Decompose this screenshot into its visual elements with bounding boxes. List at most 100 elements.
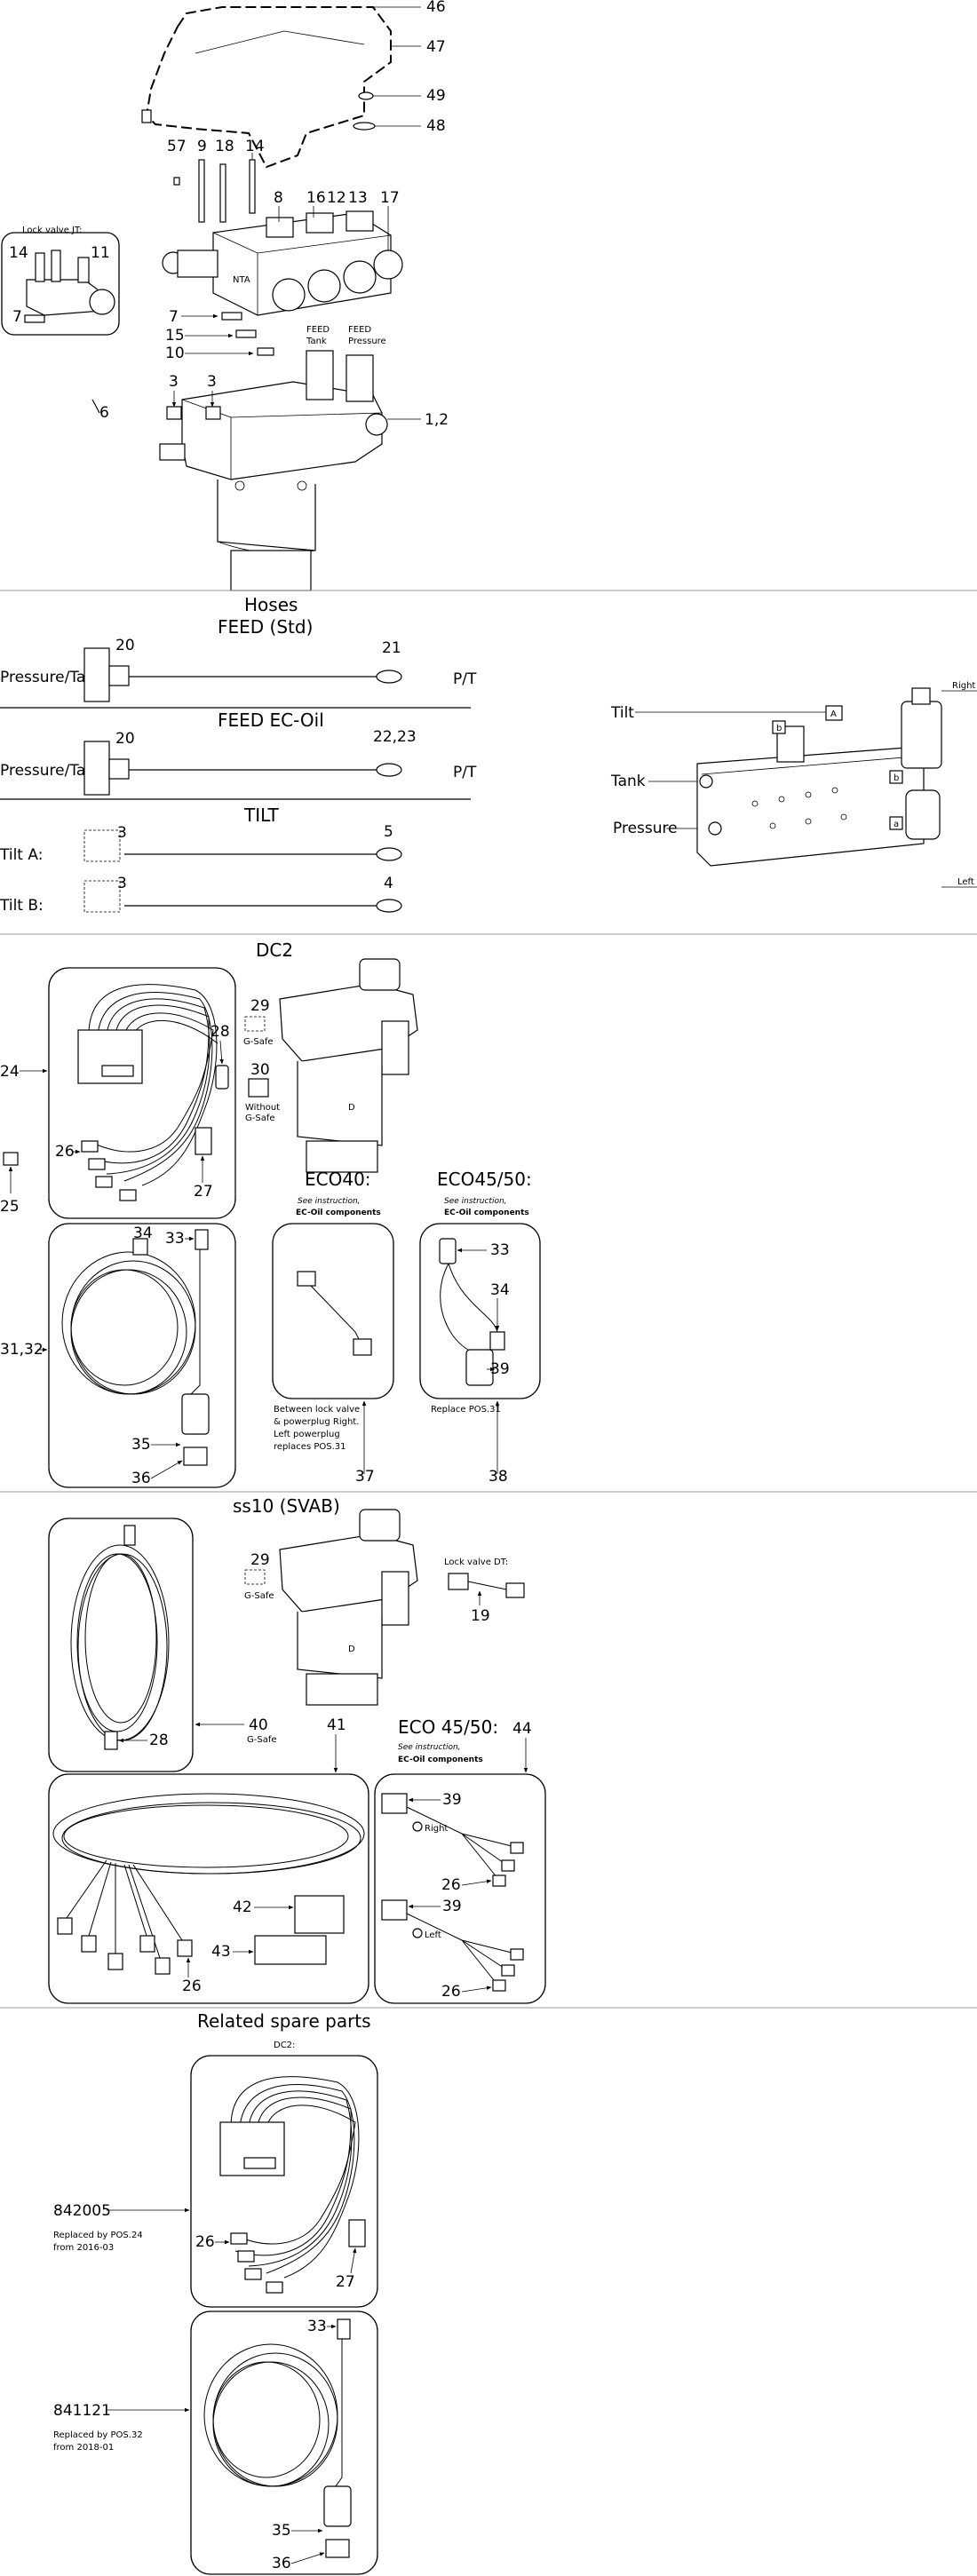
callout-18: 18: [215, 138, 234, 155]
motor-hole: [234, 480, 245, 491]
part-15-washers: [235, 329, 257, 338]
feed-std-pt-label: P/T: [453, 670, 477, 688]
ss10-plug-1: [57, 1917, 73, 1935]
valve-block-edges: [212, 232, 392, 315]
callout-16: 16: [306, 189, 326, 207]
feed-pressure-label-2: Pressure: [348, 337, 386, 346]
related-plug-35: [323, 2485, 352, 2527]
dc2-cable-box: [48, 1223, 236, 1488]
hoses-section: Hoses FEED (Std) Pressure/Tank: 20 21 P/…: [0, 594, 977, 915]
callout-3b: 3: [207, 373, 217, 391]
coil-1: [272, 278, 306, 312]
cover-edge: [195, 30, 365, 54]
fitting-3a: [166, 406, 182, 420]
callout-49: 49: [426, 87, 446, 105]
related-part2-line1: Replaced by POS.32: [53, 2430, 143, 2440]
valve-mark: NTA: [233, 275, 250, 285]
callout-24: 24: [0, 1063, 20, 1081]
eco4550-note1: See instruction,: [444, 1197, 507, 1206]
callout-35-dc2: 35: [131, 1436, 151, 1454]
tilt-a-label: Tilt A:: [0, 846, 43, 864]
callout-12: 12: [327, 189, 346, 207]
ss10-plug-4: [139, 1935, 155, 1953]
dc2-plug-4: [119, 1189, 137, 1201]
ss10-title: ss10 (SVAB): [233, 1495, 340, 1517]
dc2-title: DC2: [256, 939, 293, 961]
ss10-cable-box: [48, 1518, 194, 1772]
callout-13: 13: [348, 189, 368, 207]
washer-48: [353, 122, 376, 131]
lock-valve-screws: [24, 314, 45, 323]
eco4550-note2: EC-Oil components: [444, 1209, 529, 1217]
callout-38: 38: [488, 1468, 508, 1486]
feed-ec-fitting-nut: [108, 758, 130, 780]
dc2-plug-35: [181, 1393, 210, 1435]
lock-valve-dt-b: [505, 1582, 525, 1598]
side-hole-1: [751, 800, 759, 807]
related-plug-1: [230, 2232, 248, 2245]
callout-19: 19: [471, 1607, 490, 1625]
related-spare-parts-section: Related spare parts DC2: 842005 Replaced…: [53, 2010, 378, 2575]
dc2-module-27: [195, 1127, 212, 1155]
callout-26-ss10-b: 26: [441, 1983, 461, 2001]
ss10-connector-43: [254, 1935, 327, 1965]
callout-22-23: 22,23: [373, 728, 417, 746]
callout-3-tilt-a: 3: [117, 824, 127, 842]
callout-36-dc2: 36: [131, 1470, 151, 1487]
ss10-eco-cable-b: [406, 1913, 516, 1986]
lock-callout-7: 7: [12, 308, 22, 326]
callout-57: 57: [167, 138, 187, 155]
callout-25: 25: [0, 1198, 20, 1216]
eco4550-title: ECO45/50:: [437, 1169, 532, 1190]
coil-4: [373, 250, 403, 280]
callout-10: 10: [165, 345, 185, 362]
dc2-harness-cables: [88, 984, 218, 1186]
ss10-eco-cable-a: [406, 1806, 516, 1879]
eco40-box: [272, 1223, 394, 1399]
callout-44: 44: [512, 1720, 532, 1738]
feed-std-pressure-tank-label: Pressure/Tank:: [0, 669, 109, 686]
coil-2: [307, 269, 341, 303]
eco4550-cable: [440, 1263, 498, 1355]
lock-valve-jt-inset: Lock valve JT: 14 11 7: [1, 226, 120, 336]
eco40-desc-4: replaces POS.31: [274, 1442, 346, 1452]
callout-5: 5: [384, 823, 393, 841]
dc2-part-34: [132, 1238, 148, 1256]
port-b-label: b: [894, 773, 899, 783]
callout-28-ss10: 28: [149, 1732, 169, 1749]
eco4550-desc: Replace POS.31: [431, 1405, 501, 1415]
ss10-eco-plug-39a: [381, 1793, 408, 1814]
eco40-connector-b: [353, 1338, 372, 1356]
feed-pressure-label: FEED: [348, 325, 371, 335]
callout-7: 7: [169, 308, 179, 326]
callout-6: 6: [99, 404, 109, 422]
dc2-plug-3: [95, 1176, 113, 1188]
side-tank-label: Tank: [610, 773, 646, 790]
ss10-eco-right-marker: [412, 1821, 423, 1832]
related-part2-line2: from 2018-01: [53, 2443, 114, 2453]
callout-39-ss10-a: 39: [442, 1791, 462, 1809]
callout-30: 30: [250, 1061, 270, 1079]
callout-27-related: 27: [336, 2273, 355, 2291]
coil-3: [343, 260, 377, 294]
side-hole-3: [805, 791, 812, 798]
dc2-plug-1: [81, 1140, 99, 1153]
motor-hole-2: [297, 480, 307, 491]
gsafe-label-dc2: G-Safe: [243, 1037, 274, 1047]
eco40-note2: EC-Oil components: [296, 1209, 381, 1217]
callout-15: 15: [165, 327, 185, 345]
lock-valve-dt-cable: [467, 1581, 507, 1590]
side-port: [365, 413, 388, 436]
side-solenoid: [901, 701, 942, 769]
part-6: [91, 399, 100, 414]
fitting-3b: [205, 406, 221, 420]
ss10-plug-2: [81, 1935, 97, 1953]
side-lower-valve: [905, 789, 941, 840]
side-solenoid-cap: [911, 687, 931, 705]
ss10-eco-note1: See instruction,: [398, 1743, 461, 1752]
bolt-18: [219, 163, 226, 223]
callout-36-related: 36: [272, 2555, 291, 2572]
without-label-2: G-Safe: [245, 1114, 275, 1123]
ss10-eco-plug-a2: [501, 1859, 515, 1872]
lock-valve-inset-box: [1, 232, 120, 336]
